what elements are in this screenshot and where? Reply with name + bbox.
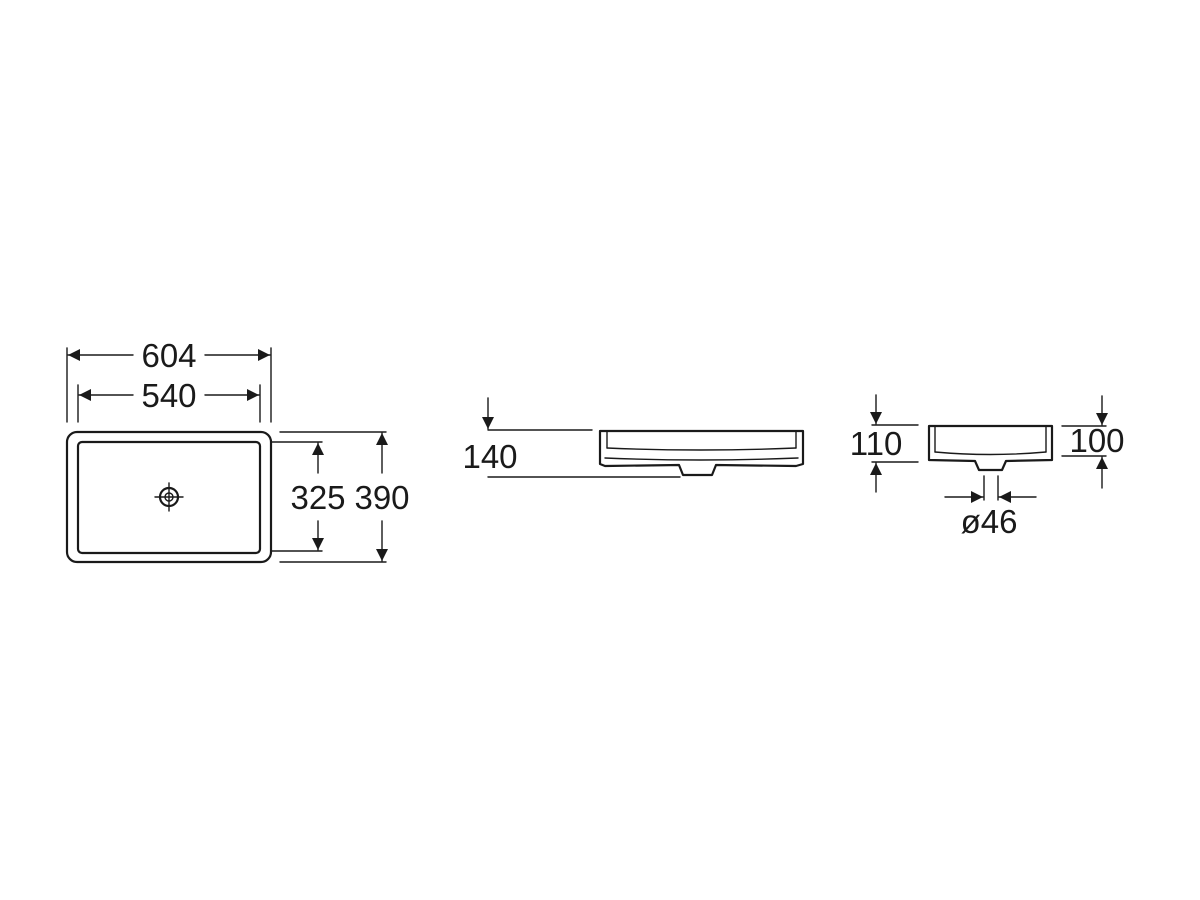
front-view: 140 <box>462 397 805 478</box>
side-overall-height-label: 110 <box>850 425 903 462</box>
basin-bowl-outline <box>76 440 262 555</box>
rim-height-label: 100 <box>1069 422 1124 459</box>
overall-depth-label: 390 <box>354 479 409 516</box>
basin-side-profile <box>927 424 1054 472</box>
waste-outlet-symbol <box>154 482 184 512</box>
bowl-depth-label: 325 <box>290 479 345 516</box>
bowl-width-label: 540 <box>141 377 196 414</box>
front-height-label: 140 <box>462 438 517 475</box>
plan-view: 604 540 325 390 <box>65 337 410 564</box>
basin-outer-outline <box>65 430 273 564</box>
waste-diameter-label: ø46 <box>961 503 1018 540</box>
overall-width-label: 604 <box>141 337 196 374</box>
basin-front-profile <box>598 429 805 477</box>
side-view: 110 100 ø46 <box>850 394 1125 540</box>
